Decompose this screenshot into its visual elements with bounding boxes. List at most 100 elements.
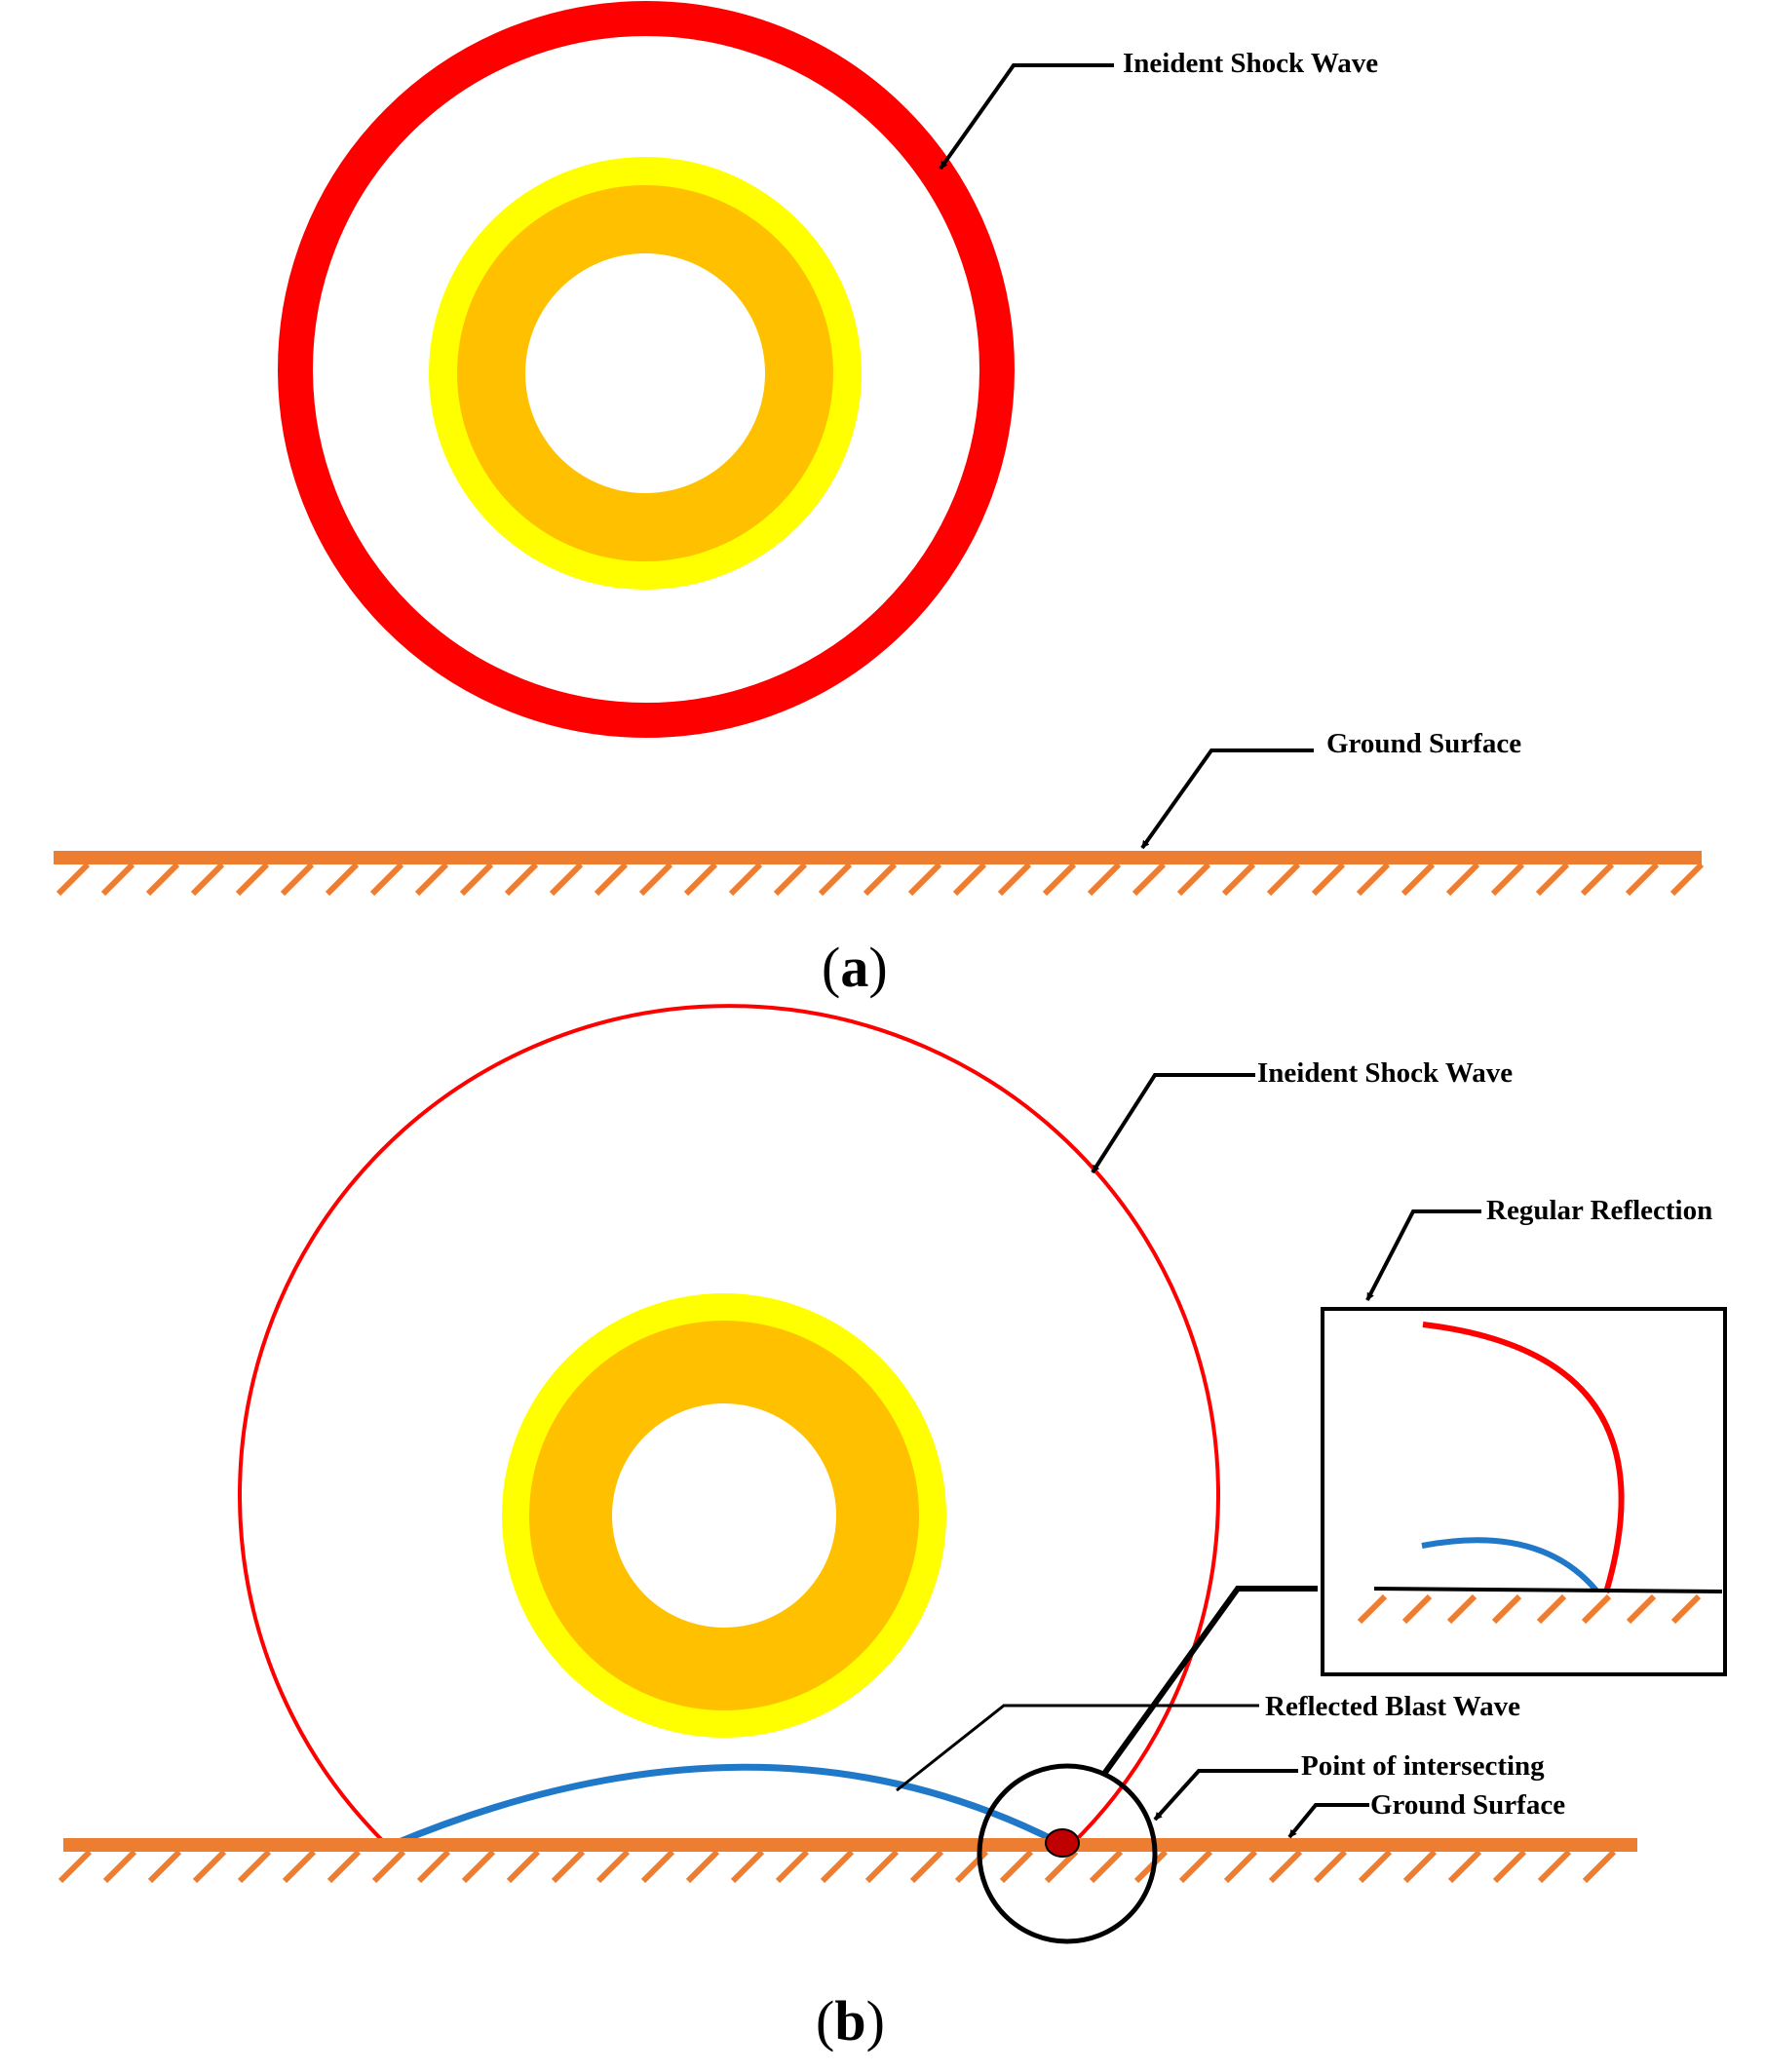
hatch-tick	[640, 1849, 675, 1884]
hatch-tick	[1221, 862, 1256, 897]
incident-shock-wave	[238, 1004, 1220, 1847]
incident-shock-wave-label: Ineident Shock Wave	[1257, 1057, 1513, 1089]
hatch-tick	[952, 862, 987, 897]
hatch-tick	[775, 1849, 810, 1884]
hatch-tick	[1535, 862, 1570, 897]
hatch-tick	[1357, 1593, 1388, 1625]
hatch-tick	[1132, 862, 1167, 897]
hatch-tick	[997, 862, 1032, 897]
hatch-tick	[1492, 1849, 1527, 1884]
hatch-tick	[1311, 862, 1346, 897]
hatch-tick	[414, 862, 449, 897]
inset-ground-line	[1373, 1587, 1723, 1593]
ground-surface	[58, 1838, 1637, 1884]
reflected-label-leader	[896, 1704, 1259, 1792]
panel-b: Ineident Shock Wave Regular Reflection R…	[58, 1004, 1727, 2053]
hatch-tick	[325, 862, 360, 897]
panel-a-label: (a)	[822, 936, 888, 999]
hatch-tick	[773, 862, 808, 897]
hatch-tick	[1490, 862, 1525, 897]
hatch-tick	[461, 1849, 496, 1884]
hatch-tick	[730, 1849, 765, 1884]
intersection-label-leader	[1153, 1769, 1298, 1822]
regular-reflection-label: Regular Reflection	[1486, 1195, 1712, 1226]
hatch-tick	[1042, 862, 1077, 897]
ground-surface	[54, 851, 1705, 897]
inset-ground-hatching	[1357, 1593, 1702, 1625]
hatch-tick	[282, 1849, 317, 1884]
hatch-tick	[1356, 862, 1391, 897]
hatch-tick	[685, 1849, 720, 1884]
hatch-tick	[595, 1849, 631, 1884]
hatch-tick	[549, 862, 584, 897]
inset-incident-wave	[1422, 1322, 1625, 1593]
intersection-point	[1045, 1828, 1080, 1858]
hatch-tick	[1580, 862, 1615, 897]
zoom-circle	[977, 1763, 1158, 1944]
hatch-tick	[1089, 1849, 1124, 1884]
hatch-tick	[190, 862, 225, 897]
hatch-tick	[371, 1849, 406, 1884]
hatch-tick	[1491, 1593, 1522, 1625]
panel-b-label: (b)	[816, 1989, 885, 2053]
hatch-tick	[1536, 1593, 1567, 1625]
hatch-tick	[326, 1849, 362, 1884]
hatch-tick	[235, 862, 270, 897]
hatch-tick	[506, 1849, 541, 1884]
inset-reflected-wave	[1421, 1537, 1599, 1592]
hatch-tick	[1582, 1849, 1617, 1884]
hatch-tick	[818, 862, 853, 897]
hatch-tick	[1402, 1849, 1438, 1884]
hatch-tick	[1581, 1593, 1612, 1625]
hatch-tick	[1087, 862, 1122, 897]
hatch-tick	[1669, 862, 1705, 897]
hatch-tick	[683, 862, 718, 897]
hatch-tick	[1670, 1593, 1702, 1625]
ground-label-leader	[1287, 1803, 1369, 1839]
hatch-tick	[369, 862, 404, 897]
hatch-tick	[907, 862, 942, 897]
hatch-tick	[728, 862, 763, 897]
hatch-tick	[145, 862, 180, 897]
ground-hatching	[56, 862, 1705, 897]
hatch-tick	[1447, 1849, 1482, 1884]
ground-label-leader	[1140, 748, 1314, 850]
reflected-blast-wave	[390, 1763, 1059, 1849]
panel-a: Ineident Shock Wave Ground Surface (a)	[54, 1, 1705, 999]
hatch-tick	[1266, 862, 1301, 897]
hatch-tick	[1537, 1849, 1572, 1884]
hatch-tick	[863, 862, 898, 897]
hatch-tick	[1223, 1849, 1258, 1884]
hatch-tick	[999, 1849, 1034, 1884]
hatch-tick	[1358, 1849, 1393, 1884]
fireball-core	[612, 1403, 836, 1628]
ground-hatching	[58, 1849, 1617, 1884]
reflected-blast-wave-label: Reflected Blast Wave	[1265, 1691, 1520, 1722]
ground-surface-label: Ground Surface	[1326, 728, 1521, 759]
hatch-tick	[594, 862, 629, 897]
hatch-tick	[1133, 1849, 1169, 1884]
hatch-tick	[56, 862, 91, 897]
hatch-tick	[102, 1849, 137, 1884]
zoom-connector	[1101, 1586, 1318, 1776]
hatch-tick	[1446, 1593, 1477, 1625]
regular-reflection-leader	[1365, 1209, 1481, 1301]
incident-shock-wave	[278, 1, 1015, 738]
hatch-tick	[909, 1849, 944, 1884]
hatch-tick	[100, 862, 135, 897]
hatch-tick	[638, 862, 673, 897]
hatch-tick	[147, 1849, 182, 1884]
incident-label-leader	[939, 63, 1114, 171]
hatch-tick	[551, 1849, 586, 1884]
incident-label-leader	[1091, 1073, 1255, 1174]
hatch-tick	[1176, 862, 1211, 897]
hatch-tick	[1626, 1593, 1657, 1625]
hatch-tick	[416, 1849, 451, 1884]
hatch-tick	[280, 862, 315, 897]
hatch-tick	[820, 1849, 855, 1884]
point-of-intersecting-label: Point of intersecting	[1301, 1750, 1545, 1782]
hatch-tick	[58, 1849, 93, 1884]
regular-reflection-inset	[1321, 1307, 1727, 1676]
hatch-tick	[1400, 862, 1436, 897]
